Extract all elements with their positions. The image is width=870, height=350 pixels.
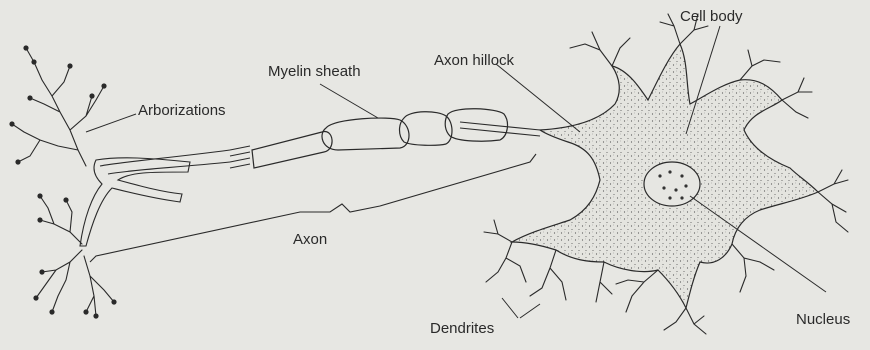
label-arborizations: Arborizations — [138, 103, 226, 118]
label-dendrites: Dendrites — [430, 321, 494, 336]
label-axon: Axon — [293, 232, 327, 247]
nucleus-shape — [644, 162, 700, 206]
arborizations-tree — [12, 48, 114, 316]
axon-fibre — [100, 122, 540, 174]
label-nucleus: Nucleus — [796, 312, 850, 327]
label-myelin-sheath: Myelin sheath — [268, 64, 361, 79]
label-axon-hillock: Axon hillock — [434, 53, 514, 68]
myelin-segments — [252, 109, 507, 168]
label-cell-body: Cell body — [680, 9, 743, 24]
